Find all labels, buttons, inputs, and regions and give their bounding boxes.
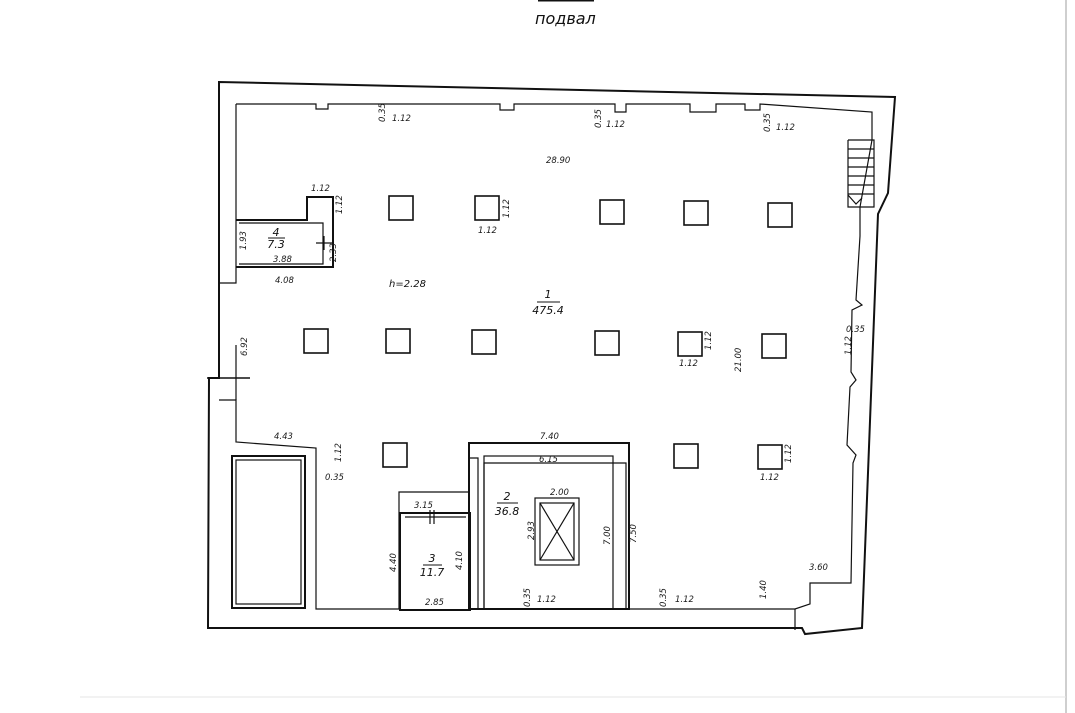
dim-room4-193: 1.93 [239, 231, 249, 250]
column [385, 328, 411, 354]
dim-room4-112: 1.12 [335, 195, 345, 214]
column [474, 195, 500, 221]
svg-text:36.8: 36.8 [495, 505, 520, 518]
column [761, 333, 787, 359]
column [757, 444, 783, 470]
dim-pilaster-1: 1.12 [392, 114, 411, 124]
dim-col-1-vert: 1.12 [502, 199, 512, 218]
room-4-label: 4 7.3 [267, 226, 285, 251]
dim-pilaster-2: 1.12 [606, 120, 625, 130]
svg-text:475.4: 475.4 [532, 304, 564, 317]
svg-text:2: 2 [504, 490, 511, 503]
dim-room4-top: 1.12 [311, 184, 330, 194]
dim-035-top-1: 0.35 [378, 103, 388, 122]
dim-room3-bottom: 2.85 [425, 598, 444, 608]
room-3-label: 3 11.7 [420, 552, 445, 579]
dim-035-top-2: 0.35 [594, 109, 604, 128]
svg-text:7.3: 7.3 [267, 238, 285, 251]
column [594, 330, 620, 356]
dim-right-360: 3.60 [809, 563, 828, 573]
dim-room2-outer-height: 7.50 [629, 524, 639, 543]
column [303, 328, 329, 354]
dim-col-3-vert: 1.12 [784, 444, 794, 463]
column [382, 442, 408, 468]
dim-room3-right: 4.10 [455, 551, 465, 570]
column [388, 195, 414, 221]
dim-right-112: 1.12 [844, 336, 854, 355]
svg-text:11.7: 11.7 [420, 566, 445, 579]
dim-left-408: 4.08 [275, 276, 295, 286]
dim-room3-top: 3.15 [414, 501, 433, 511]
dim-left-692: 6.92 [240, 337, 250, 356]
svg-text:1: 1 [545, 288, 552, 301]
inner-wall-top-left [219, 104, 237, 284]
room-2-label: 2 36.8 [495, 490, 520, 518]
svg-text:3: 3 [429, 552, 436, 565]
dim-room4-width: 3.88 [273, 255, 293, 265]
dim-col-1: 1.12 [478, 226, 497, 236]
dim-left-443: 4.43 [274, 432, 293, 442]
dim-pilaster-3: 1.12 [776, 123, 795, 133]
column [599, 199, 625, 225]
svg-text:4: 4 [273, 226, 280, 239]
column [677, 331, 703, 357]
dim-shaft-height: 2.93 [527, 521, 537, 540]
column [471, 329, 497, 355]
dim-shaft-width: 2.00 [550, 488, 569, 498]
dim-right-140: 1.40 [759, 580, 769, 599]
dim-length-total: 28.90 [546, 156, 570, 166]
dim-bottom-112-b: 1.12 [675, 595, 694, 605]
dim-room3-left: 4.40 [389, 553, 399, 572]
plan-title: подвал [535, 9, 596, 28]
storage-block-inner [235, 459, 302, 605]
column [767, 202, 793, 228]
dim-left-112: 1.12 [334, 443, 344, 462]
dim-height-total: 21.00 [734, 348, 744, 372]
dim-room4-233: 2.33 [329, 243, 339, 262]
dim-035-top-3: 0.35 [763, 113, 773, 132]
column [673, 443, 699, 469]
dim-bottom-035-a: 0.35 [523, 588, 533, 607]
staircase [847, 139, 875, 208]
ceiling-height-label: h=2.28 [389, 279, 426, 290]
dim-col-2: 1.12 [679, 359, 698, 369]
dim-room2-inner: 6.15 [539, 455, 558, 465]
storage-block [231, 455, 306, 609]
dim-col-3: 1.12 [760, 473, 779, 483]
room-2 [468, 442, 630, 610]
room-1-label: 1 475.4 [532, 288, 564, 317]
dim-col-2-vert: 1.12 [704, 331, 714, 350]
dim-right-035: 0.35 [846, 325, 865, 335]
dim-room2-outer: 7.40 [540, 432, 559, 442]
dim-bottom-112-a: 1.12 [537, 595, 556, 605]
dim-left-035: 0.35 [325, 473, 344, 483]
dim-room2-inner-height: 7.00 [603, 526, 613, 545]
room-4 [236, 196, 334, 268]
dim-bottom-035-b: 0.35 [659, 588, 669, 607]
inner-wall [219, 103, 873, 610]
column [683, 200, 709, 226]
columns [303, 195, 793, 470]
